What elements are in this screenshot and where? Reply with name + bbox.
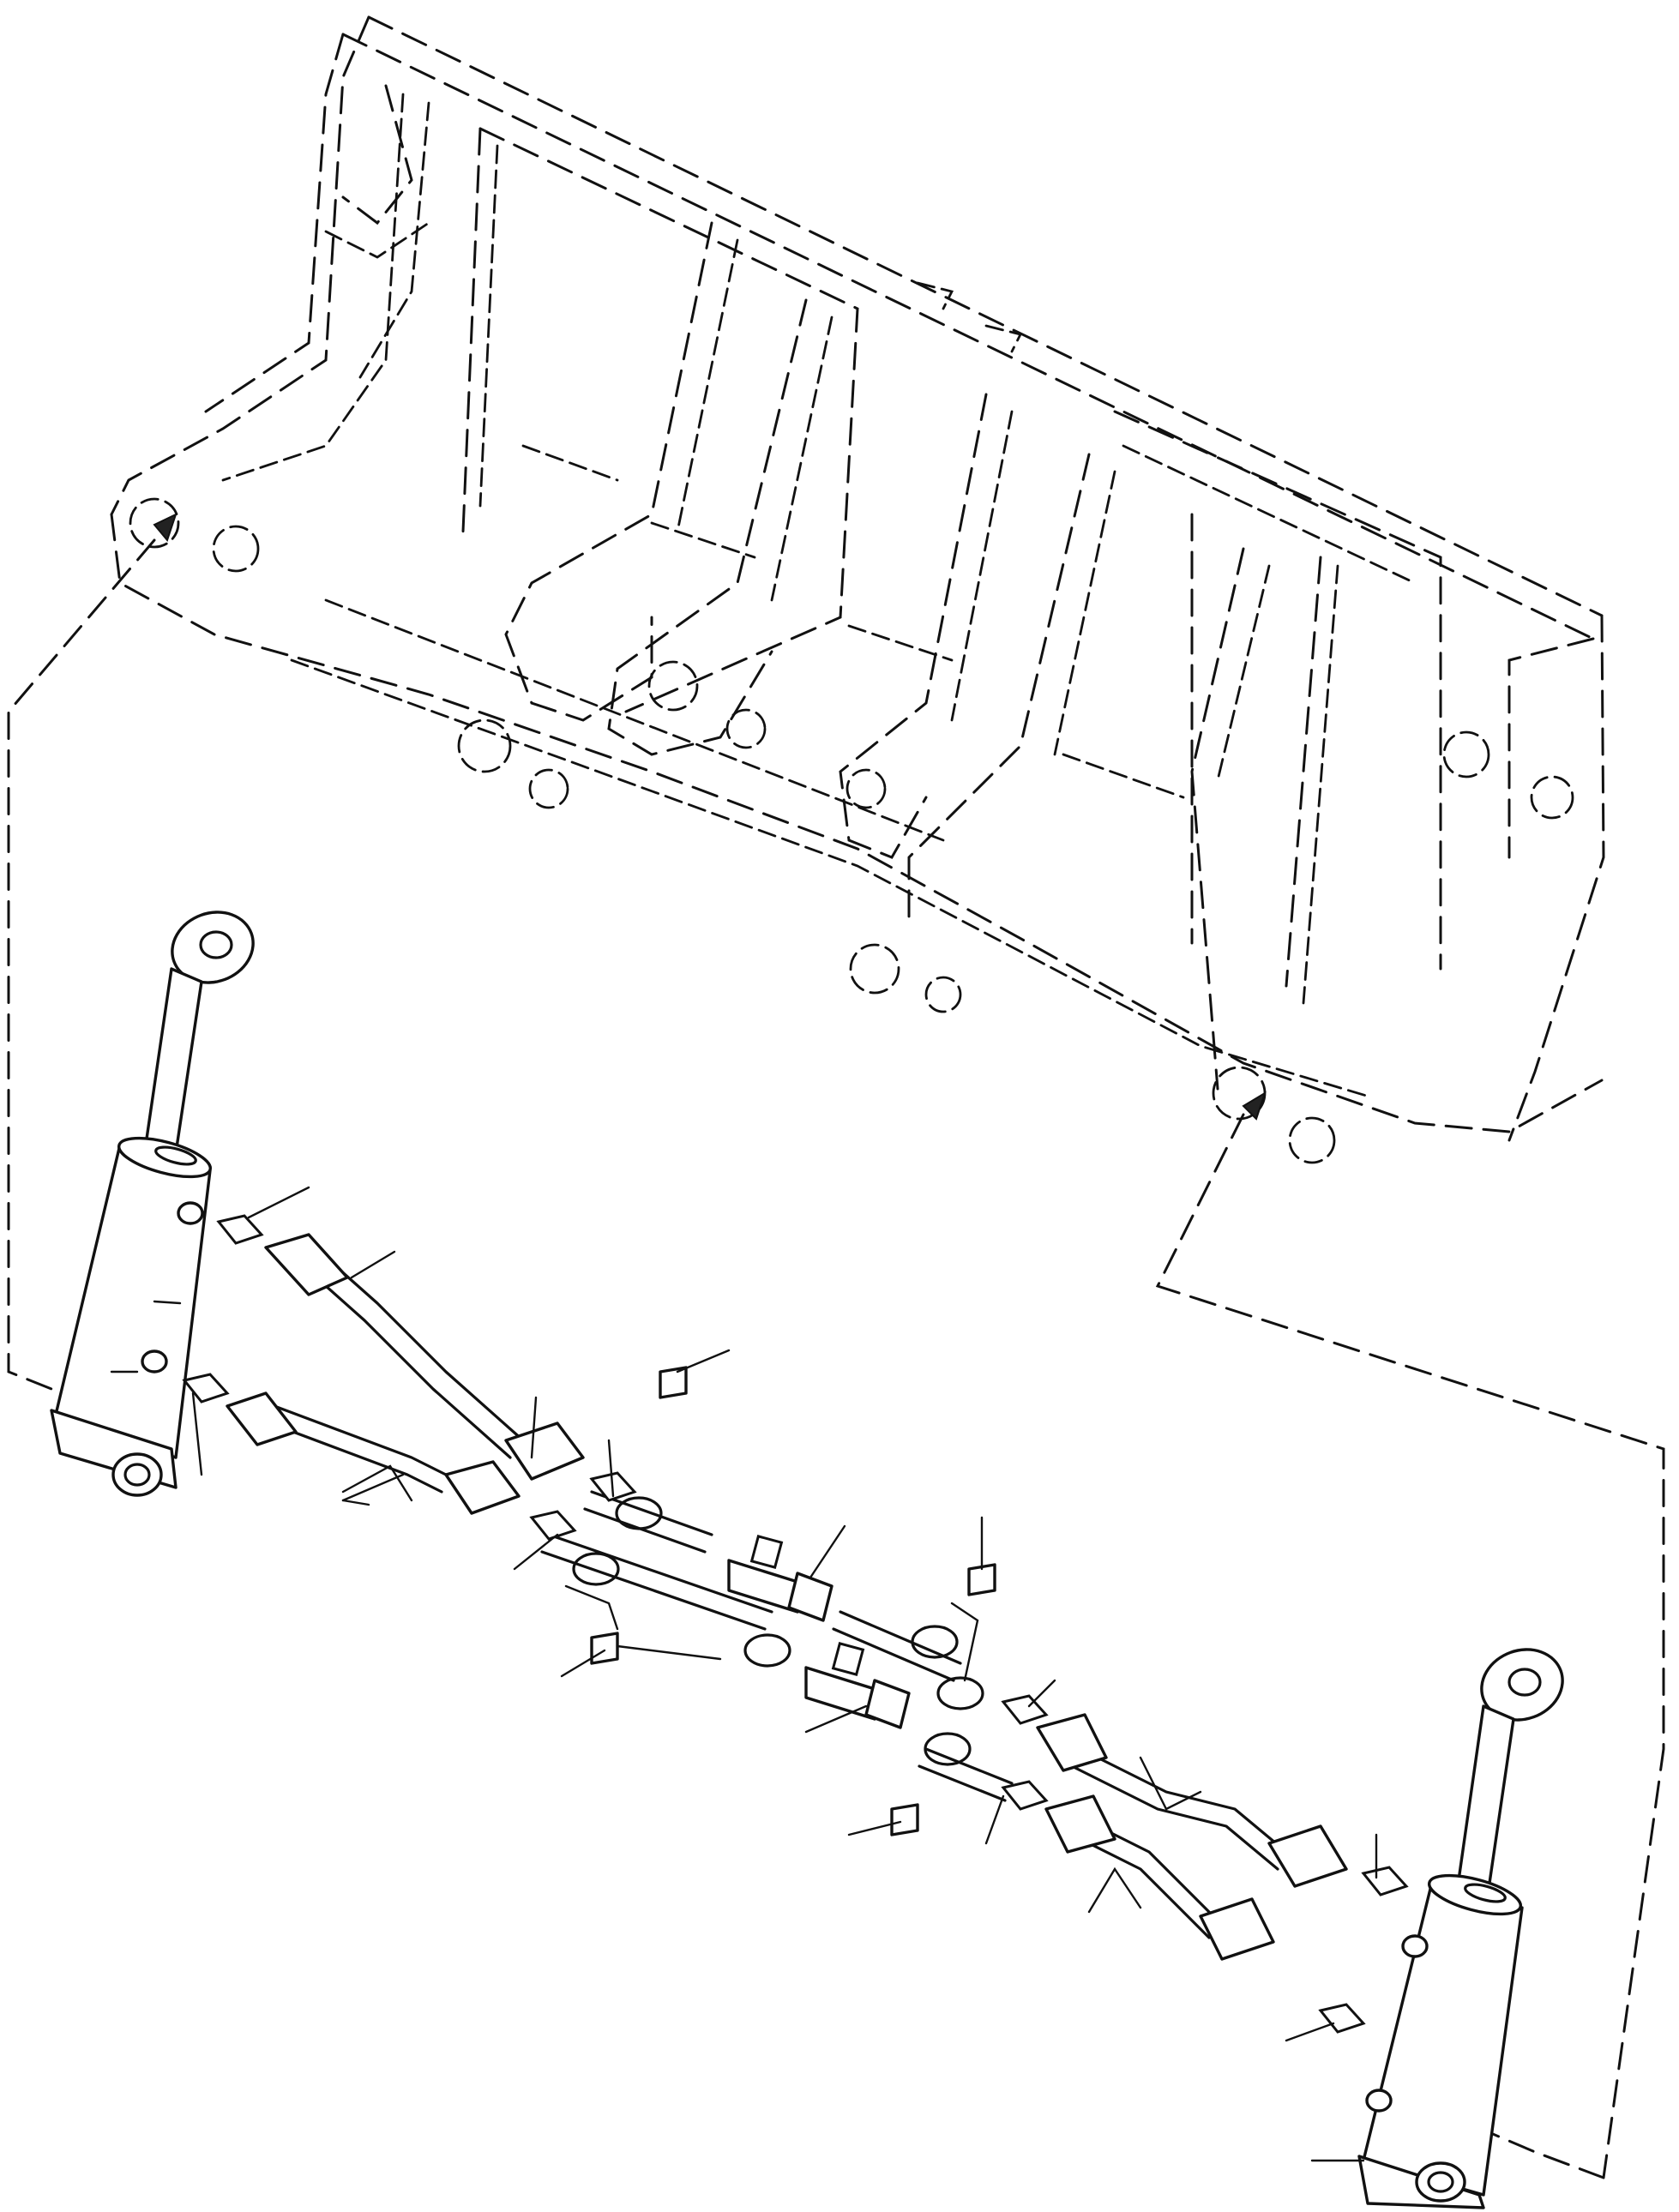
- pin-arrow-right: [1242, 1091, 1267, 1121]
- tee-fittings: [727, 1535, 911, 1729]
- hydraulic-cylinder-right: [1357, 1648, 1564, 2209]
- bucket-outline: [110, 15, 1605, 1142]
- assembly-leader-lines: [7, 538, 1665, 2179]
- hydraulic-hoses: [226, 1233, 1348, 1961]
- bucket-pin-bosses: [129, 497, 1574, 1164]
- elbow-fittings: [182, 1214, 1409, 2034]
- hydraulic-cylinder-left: [50, 911, 255, 1497]
- pin-arrow-left: [153, 513, 178, 543]
- callout-leaders: [191, 1186, 1378, 2162]
- hose-clamps: [572, 1366, 996, 1836]
